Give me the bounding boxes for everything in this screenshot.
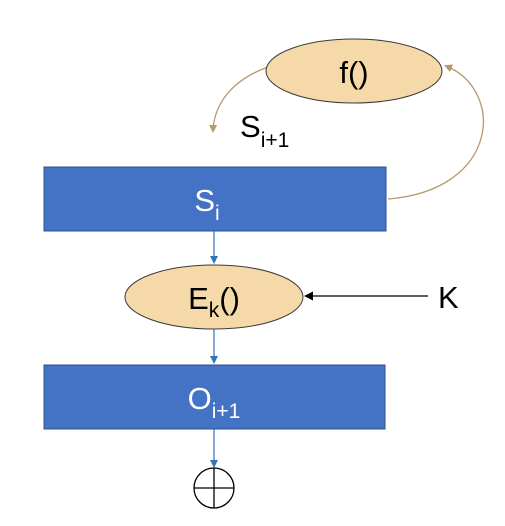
feedback-arrow-to-f	[387, 64, 484, 200]
next-state-label: Si+1	[240, 109, 289, 152]
feedback-arrow-from-f	[209, 66, 269, 133]
state-label: Si	[194, 183, 219, 225]
encrypt-label: Ek()	[188, 281, 240, 322]
encrypt-node: Ek()	[124, 264, 304, 330]
f-function-label: f()	[339, 55, 368, 90]
state-block: Si	[43, 166, 387, 232]
f-function-node: f()	[265, 38, 443, 104]
output-label: Oi+1	[188, 381, 241, 423]
xor-circle-plus-icon	[193, 467, 235, 509]
output-block: Oi+1	[43, 364, 386, 430]
key-label: K	[438, 280, 459, 315]
